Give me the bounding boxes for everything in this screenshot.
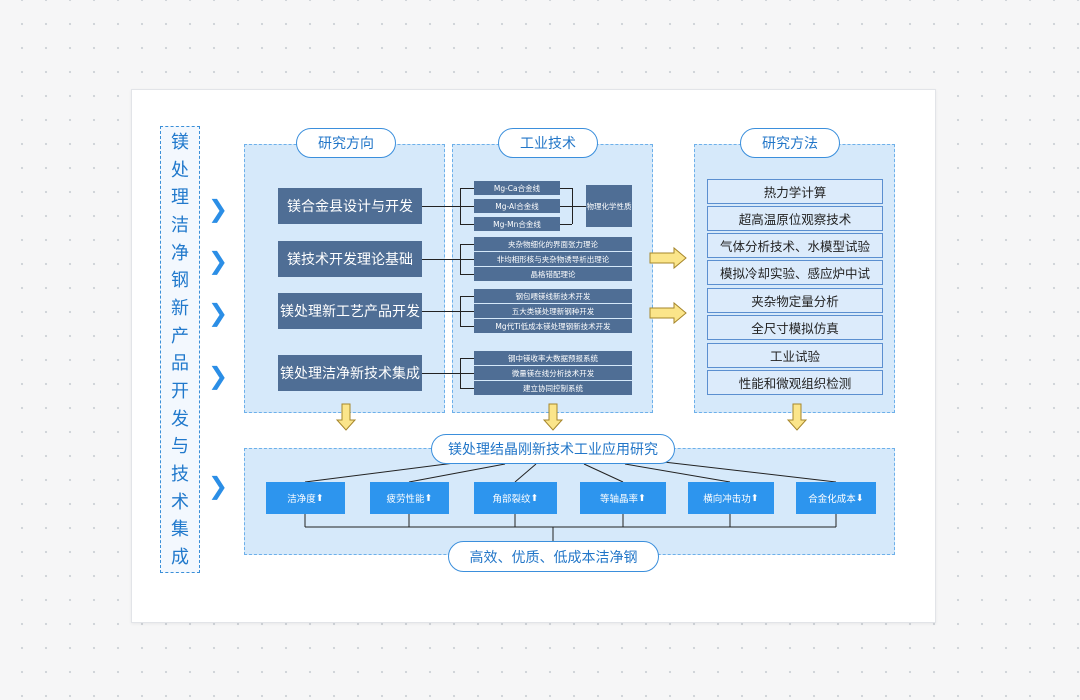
vertical-title-char: 品 xyxy=(171,353,189,375)
research-method-title: 研究方法 xyxy=(740,128,840,158)
tech-item: 非均相形核与夹杂物诱导析出理论 xyxy=(474,252,632,266)
vertical-title-char: 集 xyxy=(171,519,189,541)
application-title: 镁处理结晶刚新技术工业应用研究 xyxy=(431,434,675,464)
metric-label: 疲劳性能 xyxy=(386,494,425,505)
vertical-title-char: 镁 xyxy=(171,132,189,153)
metric-label: 角部裂纹 xyxy=(492,494,531,505)
vertical-title: 镁处理洁净钢新产品开发与技术集成 xyxy=(160,126,200,573)
direction-item: 镁处理新工艺产品开发 xyxy=(278,293,422,329)
vertical-title-char: 术 xyxy=(171,491,189,513)
tech-item: 钢中镁收率大数据预报系统 xyxy=(474,351,632,365)
tech-item: 钢包喂镁线新技术开发 xyxy=(474,289,632,303)
tech-item: 晶格错配理论 xyxy=(474,267,632,281)
metric-item: 洁净度⬆ xyxy=(266,482,345,514)
vertical-title-char: 开 xyxy=(171,380,189,402)
direction-item: 镁处理洁净新技术集成 xyxy=(278,355,422,391)
vertical-title-char: 与 xyxy=(171,436,189,458)
metric-item: 角部裂纹⬆ xyxy=(474,482,557,514)
method-item: 气体分析技术、水模型试验 xyxy=(707,233,883,258)
vertical-title-char: 净 xyxy=(171,242,189,264)
vertical-title-char: 成 xyxy=(171,546,189,568)
vertical-title-char: 洁 xyxy=(171,214,189,236)
vertical-title-char: 发 xyxy=(171,408,189,430)
metric-label: 等轴晶率 xyxy=(600,494,639,505)
tech-item: 五大类镁处理新钢种开发 xyxy=(474,304,632,318)
method-item: 工业试验 xyxy=(707,343,883,368)
method-item: 夹杂物定量分析 xyxy=(707,288,883,313)
arrow-up-icon: ⬆ xyxy=(530,492,539,504)
metric-label: 洁净度 xyxy=(287,494,316,505)
arrow-up-icon: ⬆ xyxy=(750,492,759,504)
metric-label: 合金化成本 xyxy=(808,494,856,505)
method-item: 性能和微观组织检测 xyxy=(707,370,883,395)
result-title: 高效、优质、低成本洁净钢 xyxy=(448,541,659,572)
arrow-up-icon: ⬆ xyxy=(638,492,646,504)
metric-item: 等轴晶率⬆ xyxy=(580,482,666,514)
tech-side-box: 物理化学性质 xyxy=(586,185,632,227)
tech-item: Mg代Ti低成本镁处理钢新技术开发 xyxy=(474,319,632,333)
chevron-right-icon: ❯ xyxy=(208,195,229,223)
vertical-title-char: 技 xyxy=(171,463,189,485)
tech-item: 建立协同控制系统 xyxy=(474,381,632,395)
arrow-up-icon: ⬆ xyxy=(315,492,324,504)
vertical-title-char: 理 xyxy=(171,187,189,209)
chevron-right-icon: ❯ xyxy=(208,472,229,500)
chevron-right-icon: ❯ xyxy=(208,247,229,275)
method-item: 全尺寸模拟仿真 xyxy=(707,315,883,340)
tech-item: 微量镁在线分析技术开发 xyxy=(474,366,632,380)
metric-item: 疲劳性能⬆ xyxy=(370,482,449,514)
metric-label: 横向冲击功 xyxy=(703,494,751,505)
tech-item: 夹杂物细化的界面张力理论 xyxy=(474,237,632,251)
method-item: 超高温原位观察技术 xyxy=(707,206,883,231)
arrow-up-icon: ⬆ xyxy=(424,492,433,504)
method-item: 模拟冷却实验、感应炉中试 xyxy=(707,260,883,285)
chevron-right-icon: ❯ xyxy=(208,299,229,327)
industrial-tech-title: 工业技术 xyxy=(498,128,598,158)
vertical-title-char: 处 xyxy=(171,159,189,181)
chevron-right-icon: ❯ xyxy=(208,362,229,390)
tech-item: Mg-Mn合金线 xyxy=(474,217,560,231)
tech-item: Mg-Ca合金线 xyxy=(474,181,560,195)
metric-item: 横向冲击功⬆ xyxy=(688,482,774,514)
direction-item: 镁合金县设计与开发 xyxy=(278,188,422,224)
direction-item: 镁技术开发理论基础 xyxy=(278,241,422,277)
method-item: 热力学计算 xyxy=(707,179,883,204)
tech-item: Mg-Al合金线 xyxy=(474,199,560,213)
vertical-title-char: 产 xyxy=(171,325,189,347)
vertical-title-char: 新 xyxy=(171,297,189,319)
research-direction-title: 研究方向 xyxy=(296,128,396,158)
metric-item: 合金化成本⬇ xyxy=(796,482,876,514)
vertical-title-char: 钢 xyxy=(171,270,189,292)
arrow-down-icon: ⬇ xyxy=(855,492,864,504)
